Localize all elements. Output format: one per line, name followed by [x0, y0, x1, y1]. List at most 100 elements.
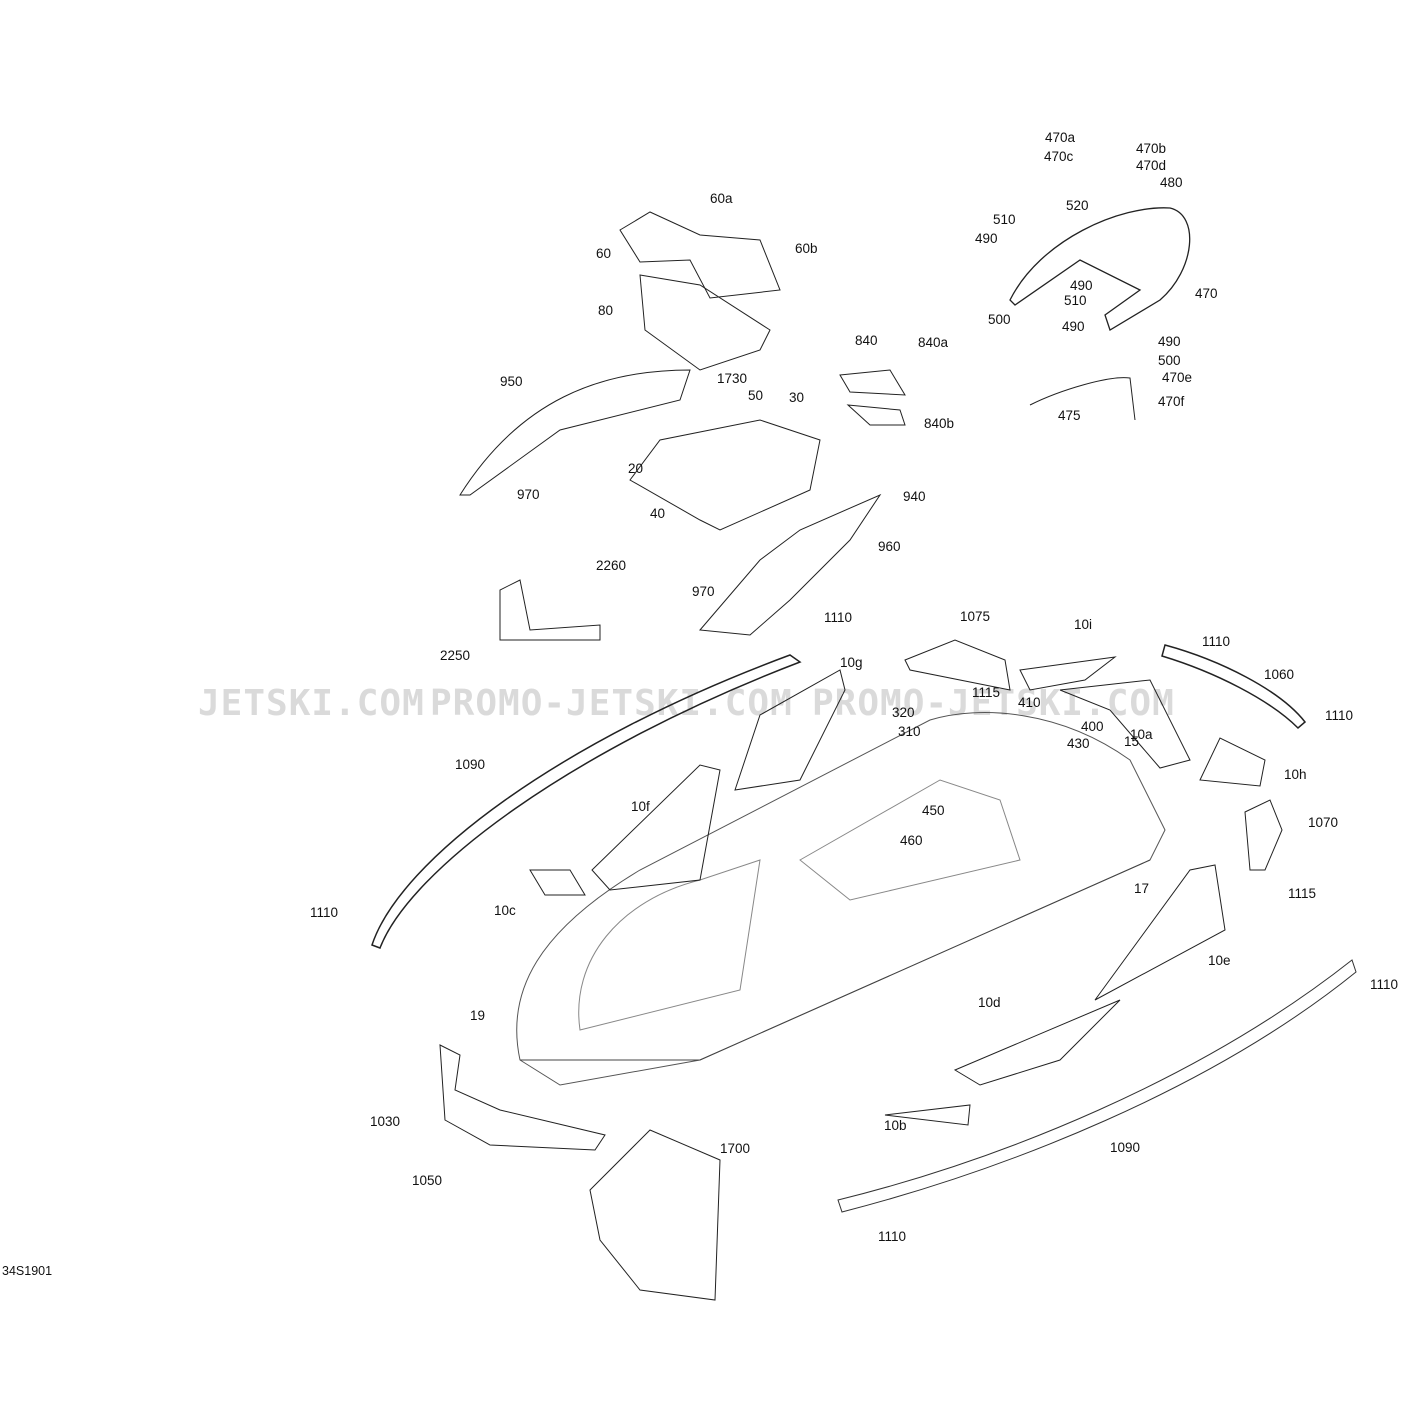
callout-label: 840a: [918, 335, 949, 350]
callout-label: 1070: [1308, 815, 1339, 830]
decal-10a: [1059, 679, 1191, 769]
part-960: [698, 493, 882, 636]
callout-label: 1110: [1325, 708, 1354, 723]
callout-label: 470: [1195, 286, 1218, 301]
decal-10d: [953, 999, 1121, 1086]
callout-label: 40: [650, 506, 666, 521]
callout-label: 840: [855, 333, 878, 348]
part-80: [639, 274, 771, 371]
callout-label: 19: [470, 1008, 486, 1023]
decal-10g: [734, 669, 846, 791]
callout-label: 10g: [840, 655, 863, 670]
callout-label: 1115: [972, 685, 1001, 700]
callout-label: 2260: [596, 558, 627, 573]
callout-label: 1060: [1264, 667, 1295, 682]
callout-label: 1115: [1288, 886, 1317, 901]
callout-label: 460: [900, 833, 923, 848]
diagram-reference-number: 34S1901: [2, 1264, 53, 1278]
callout-label: 15: [1124, 734, 1140, 749]
decal-10h: [1199, 737, 1266, 787]
part-60: [619, 211, 781, 299]
callout-label: 30: [789, 390, 805, 405]
callout-label: 1090: [1110, 1140, 1141, 1155]
part-840: [839, 369, 906, 426]
decal-10c: [529, 869, 586, 896]
rub-rail-left: [371, 654, 802, 949]
callout-label: 950: [500, 374, 523, 389]
callout-label: 1110: [310, 905, 339, 920]
part-1030: [439, 1044, 606, 1151]
callout-label: 940: [903, 489, 926, 504]
callout-label: 1110: [878, 1229, 907, 1244]
callout-label: 490: [1158, 334, 1181, 349]
callout-label: 50: [748, 388, 764, 403]
callout-label: 10h: [1284, 767, 1307, 782]
callout-label: 10d: [978, 995, 1001, 1010]
callout-label: 500: [1158, 353, 1181, 368]
callout-label: 1030: [370, 1114, 401, 1129]
part-1700: [589, 1129, 721, 1301]
callout-label: 490: [1062, 319, 1085, 334]
watermark: JETSKI.COM: [198, 683, 425, 724]
callout-label: 10i: [1074, 617, 1093, 632]
callout-label: 10f: [631, 799, 650, 814]
part-475: [1029, 377, 1136, 421]
callout-label: 400: [1081, 719, 1104, 734]
part-470-grab-handle: [1009, 207, 1191, 331]
callout-label: 2250: [440, 648, 471, 663]
rub-rail-right: [837, 959, 1357, 1213]
callout-label: 510: [1064, 293, 1087, 308]
part-950: [459, 369, 691, 496]
callout-label: 310: [898, 724, 921, 739]
callout-label: 840b: [924, 416, 955, 431]
callout-label: 970: [692, 584, 715, 599]
callout-label: 500: [988, 312, 1011, 327]
callout-label: 470b: [1136, 141, 1167, 156]
callout-label: 1700: [720, 1141, 751, 1156]
hull-part: [516, 712, 1166, 1086]
callout-label: 470c: [1044, 149, 1074, 164]
callout-label: 10b: [884, 1118, 907, 1133]
watermark: PROMO-JETSKI.COM: [812, 683, 1175, 724]
callout-label: 320: [892, 705, 915, 720]
part-2250: [499, 579, 601, 641]
part-1075: [904, 639, 1011, 691]
callout-label: 470d: [1136, 158, 1167, 173]
callout-label: 1075: [960, 609, 991, 624]
callout-label: 1730: [717, 371, 748, 386]
callout-label: 470e: [1162, 370, 1193, 385]
callout-label: 470f: [1158, 394, 1185, 409]
decal-10i: [1019, 656, 1117, 691]
callout-label: 1050: [412, 1173, 443, 1188]
callout-label: 60: [596, 246, 612, 261]
callout-label: 510: [993, 212, 1016, 227]
callout-label: 20: [628, 461, 644, 476]
callout-label: 970: [517, 487, 540, 502]
callout-label: 470a: [1045, 130, 1076, 145]
part-1070: [1244, 799, 1283, 871]
callout-label: 17: [1134, 881, 1150, 896]
callout-label: 10c: [494, 903, 516, 918]
callout-label: 475: [1058, 408, 1081, 423]
callout-label: 60b: [795, 241, 818, 256]
callout-label: 960: [878, 539, 901, 554]
callout-label: 520: [1066, 198, 1089, 213]
callout-label: 1110: [824, 610, 853, 625]
callout-label: 1110: [1202, 634, 1231, 649]
callout-label: 480: [1160, 175, 1183, 190]
callout-label: 490: [975, 231, 998, 246]
callout-label: 410: [1018, 695, 1041, 710]
callout-label: 1110: [1370, 977, 1399, 992]
callout-label: 80: [598, 303, 614, 318]
decal-10f: [591, 764, 721, 891]
rub-rail-rear: [1161, 644, 1307, 730]
callout-label: 10a: [1130, 727, 1153, 742]
decal-10b: [884, 1104, 971, 1126]
part-20: [629, 419, 821, 531]
decal-10e: [1094, 864, 1226, 1001]
callout-label: 10e: [1208, 953, 1231, 968]
callout-label: 450: [922, 803, 945, 818]
callout-label: 490: [1070, 278, 1093, 293]
